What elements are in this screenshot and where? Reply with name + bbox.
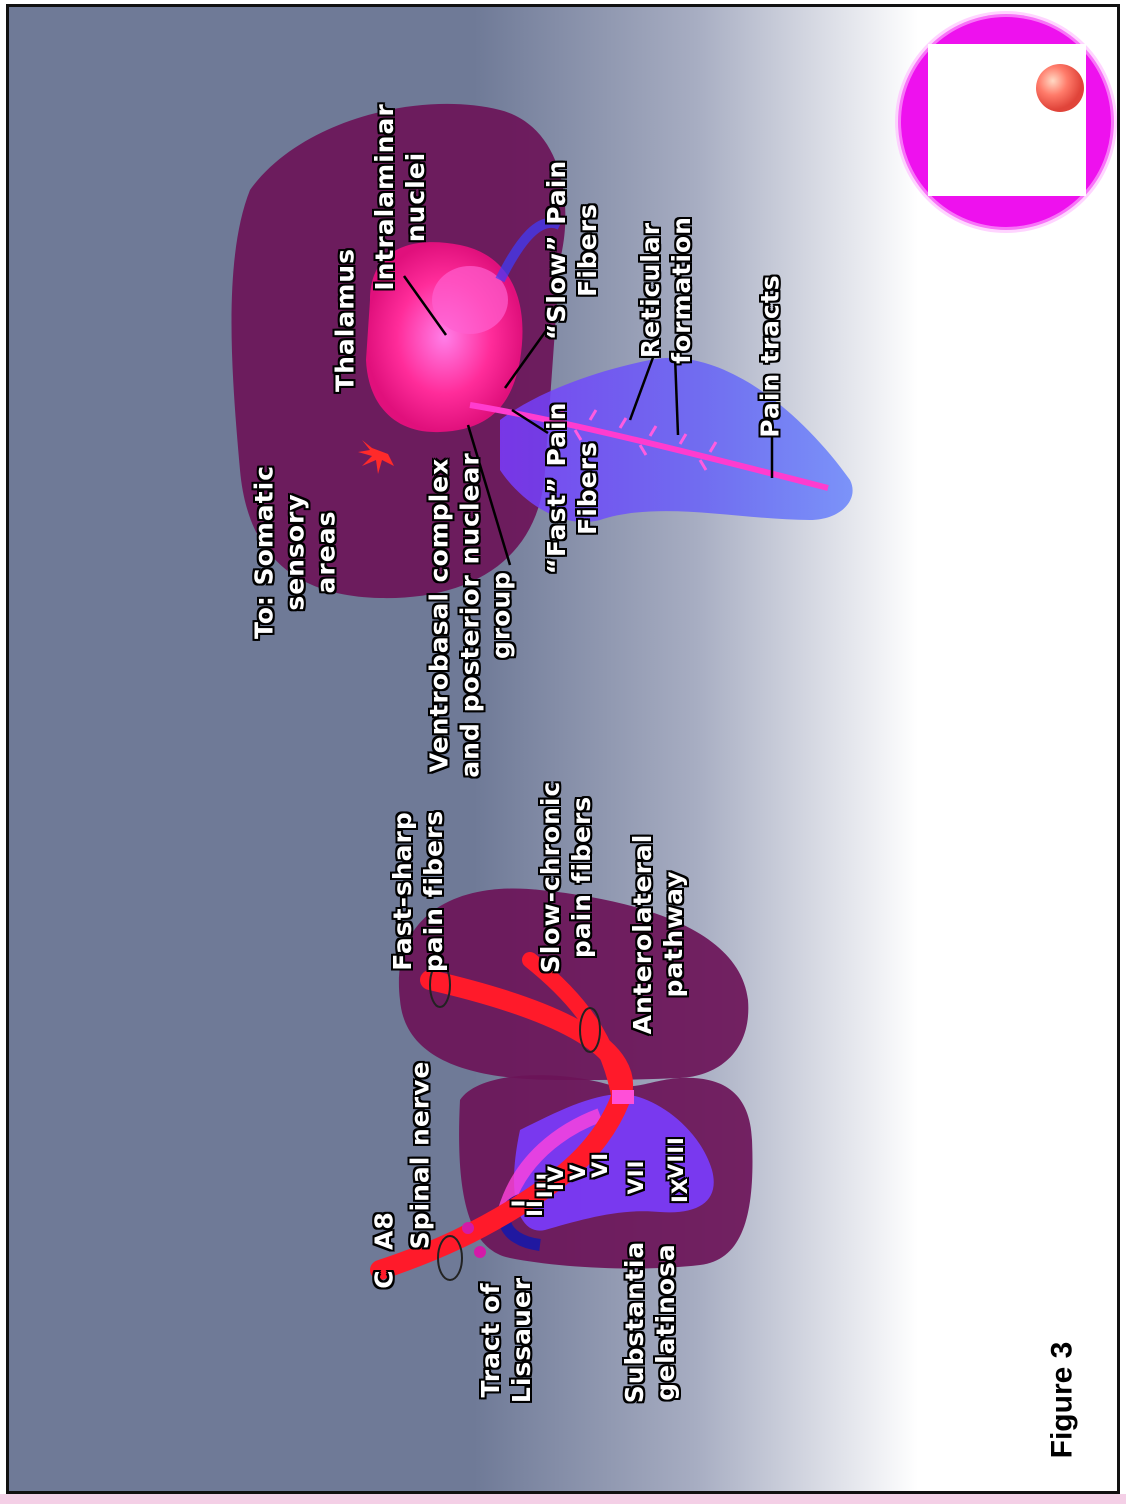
circle-square-ball-logo: [898, 14, 1114, 230]
bottom-strip: [0, 1494, 1126, 1504]
anterolateral-junction: [612, 1090, 634, 1104]
ganglion-bead-2: [474, 1246, 486, 1258]
ganglion-bead-1: [462, 1222, 474, 1234]
